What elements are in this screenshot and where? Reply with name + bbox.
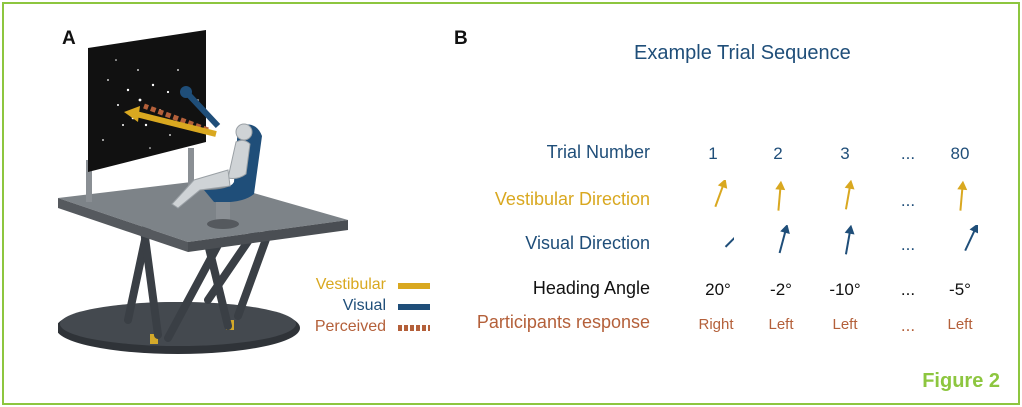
trial-number-label: Trial Number — [546, 142, 650, 162]
legend-vestibular-line — [398, 283, 430, 289]
perceived-arrow — [143, 103, 209, 133]
trial-number-cell: 2 — [773, 144, 783, 163]
ellipsis: ... — [900, 280, 916, 299]
response-cell: Right — [698, 316, 734, 333]
heading-angle-cell: -2° — [770, 280, 792, 299]
legend-vestibular: Vestibular — [250, 276, 430, 296]
legend-visual: Visual — [250, 297, 430, 317]
legend-vestibular-label: Vestibular — [315, 276, 386, 293]
visual-arrow — [185, 91, 221, 129]
visual-arrow-icon — [964, 225, 978, 252]
trial-number-cell: 1 — [708, 144, 718, 163]
vestibular-arrow-icon — [714, 180, 728, 208]
projection-screen — [88, 30, 206, 172]
participants-response-label: Participants response — [476, 312, 650, 332]
trial-sequence-title: Example Trial Sequence — [634, 42, 851, 64]
panel-a-label: A — [62, 28, 76, 49]
heading-angle-label: Heading Angle — [532, 278, 650, 298]
vestibular-arrow-icon — [844, 180, 855, 210]
legend-perceived-label: Perceived — [314, 318, 386, 335]
vestibular-direction-label: Vestibular Direction — [494, 189, 650, 209]
simulator-platform — [58, 180, 348, 242]
visual-arrow-icon — [844, 225, 855, 255]
heading-angle-cell: 20° — [705, 280, 731, 299]
ellipsis: ... — [900, 235, 916, 254]
trial-number-cell: 80 — [950, 144, 970, 163]
visual-arrow-icon — [778, 225, 790, 254]
legend-perceived-line — [398, 325, 430, 331]
response-cell: Left — [832, 316, 858, 333]
ellipsis: ... — [900, 316, 916, 335]
visual-direction-label: Visual Direction — [525, 233, 650, 253]
heading-angle-cell: -5° — [949, 280, 971, 299]
participant-figure — [171, 123, 253, 209]
vestibular-arrow — [135, 111, 217, 137]
response-cell: Left — [768, 316, 794, 333]
legend-visual-line — [398, 304, 430, 310]
visual-arrow-icon — [724, 229, 734, 248]
vestibular-arrow-icon — [775, 180, 786, 211]
motion-simulator-illustration — [58, 30, 348, 354]
panel-b-label: B — [454, 28, 468, 49]
vestibular-arrow-icon — [957, 180, 968, 211]
legend-perceived: Perceived — [250, 318, 430, 338]
figure-label: Figure 2 — [922, 370, 1000, 392]
heading-angle-cell: -10° — [829, 280, 861, 299]
response-cell: Left — [947, 316, 973, 333]
trial-number-cell: 3 — [840, 144, 850, 163]
ellipsis: ... — [900, 191, 916, 210]
legend-visual-label: Visual — [342, 297, 386, 314]
ellipsis: ... — [900, 144, 916, 163]
